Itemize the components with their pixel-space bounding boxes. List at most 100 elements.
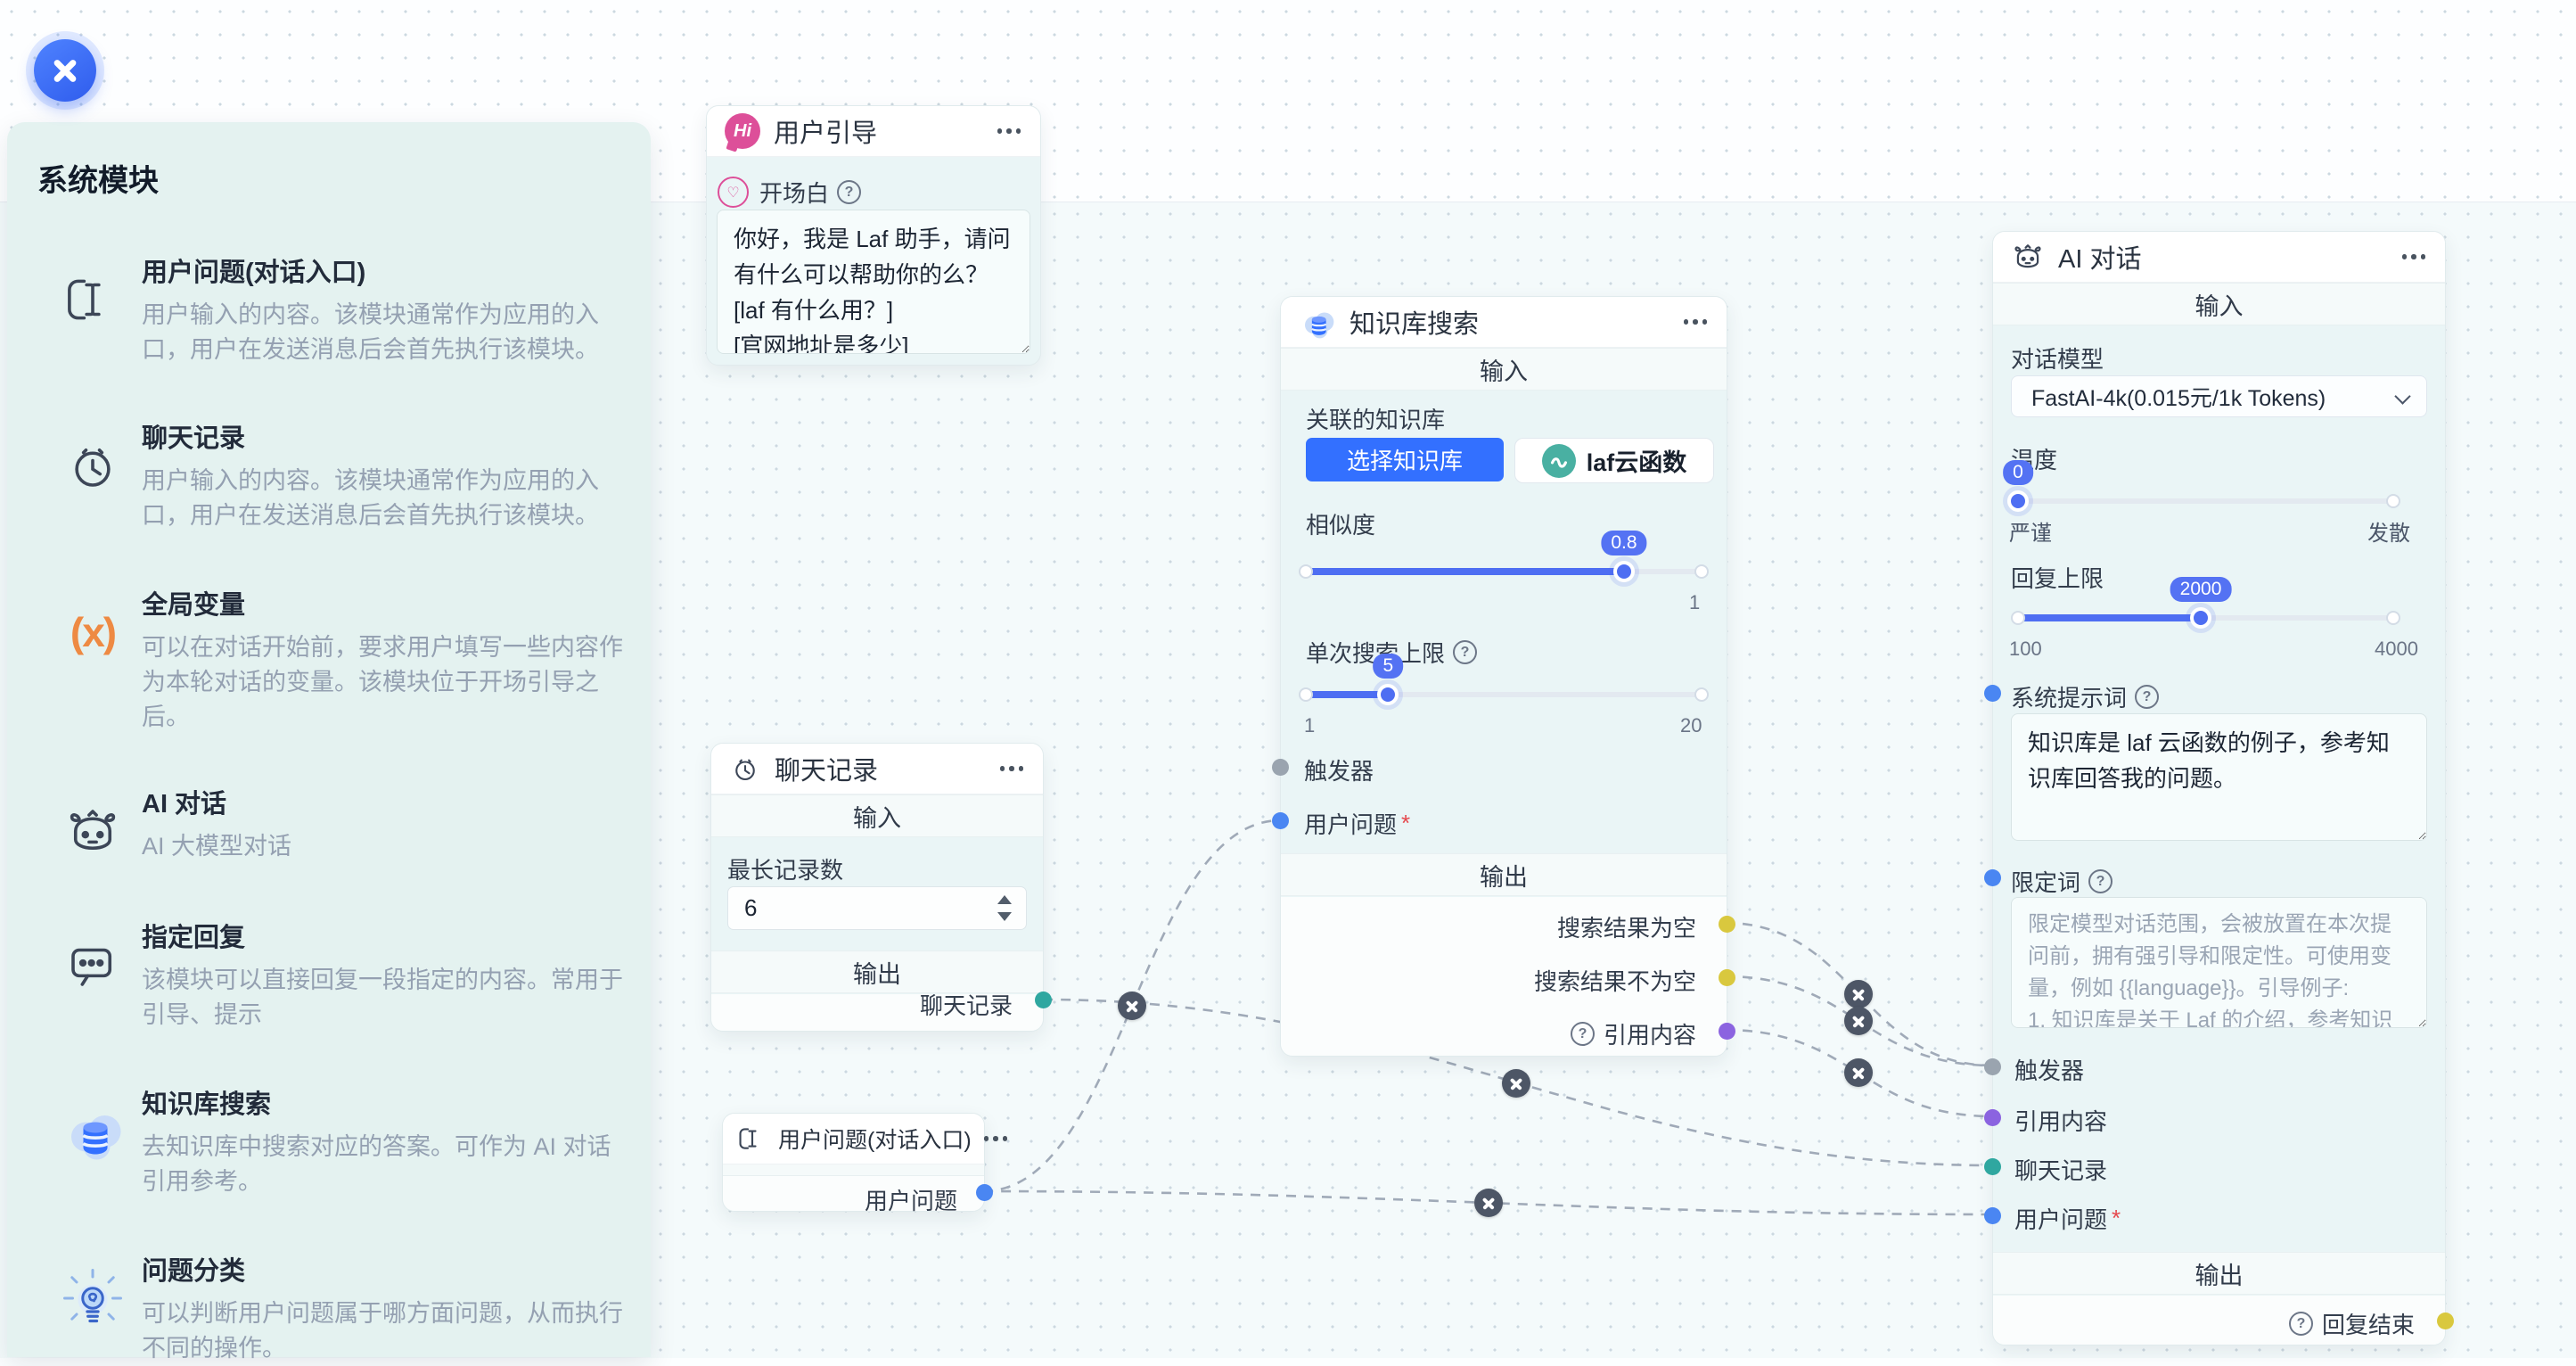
slider-min-tick: 100	[2009, 638, 2042, 660]
more-icon[interactable]	[998, 761, 1026, 777]
dataset-label: 关联的知识库	[1306, 407, 1446, 433]
delete-edge-button[interactable]	[1118, 992, 1146, 1020]
temp-right-label: 发散	[2367, 522, 2410, 546]
sidebar-item-desc: 用户输入的内容。该模块通常作为应用的入口，用户在发送消息后会首先执行该模块。	[142, 301, 599, 363]
slider-max-tick: 1	[1689, 591, 1701, 613]
clock-icon	[59, 432, 127, 499]
port-ai-system-prompt[interactable]	[1984, 685, 2001, 702]
robot-icon	[2011, 240, 2045, 274]
question-port-label: 用户问题*	[1304, 810, 1411, 838]
heart-icon: ♡	[718, 177, 749, 208]
variable-icon: (x)	[70, 609, 117, 655]
port-kb-quote[interactable]	[1719, 1023, 1735, 1040]
question-port-label: 用户问题*	[2014, 1205, 2121, 1233]
output-not-empty: 搜索结果不为空	[1533, 968, 1696, 995]
port-ai-done[interactable]	[2437, 1313, 2454, 1329]
slider-min-tick: 1	[1304, 714, 1316, 736]
port-kb-not-empty[interactable]	[1719, 969, 1735, 986]
help-icon[interactable]: ?	[1453, 640, 1478, 664]
slider-thumb[interactable]	[2190, 607, 2212, 629]
max-tokens-slider[interactable]: 2000	[2011, 577, 2400, 629]
port-kb-empty[interactable]	[1719, 916, 1735, 933]
number-stepper[interactable]	[997, 895, 1012, 921]
output-section-header: 输出	[711, 950, 1043, 993]
delete-edge-button[interactable]	[1844, 1058, 1873, 1087]
chevron-down-icon	[2394, 388, 2411, 405]
slider-thumb[interactable]	[1612, 561, 1635, 582]
text-cursor-icon	[737, 1123, 767, 1154]
output-empty: 搜索结果为空	[1556, 915, 1696, 942]
close-panel-button[interactable]	[34, 39, 96, 102]
history-port-label: 聊天记录	[2014, 1157, 2108, 1184]
select-kb-button[interactable]: 选择知识库	[1306, 438, 1504, 481]
clock-icon	[729, 753, 761, 785]
help-icon[interactable]: ?	[837, 180, 862, 204]
node-chat-history[interactable]: 聊天记录 输入 最长记录数 6 输出 聊天记录	[710, 743, 1052, 1032]
system-prompt-textarea[interactable]: 知识库是 laf 云函数的例子，参考知识库回答我的问题。	[2011, 713, 2427, 841]
output-section-header: 输出	[1993, 1252, 2445, 1295]
port-ai-constraint[interactable]	[1984, 869, 2001, 886]
help-icon[interactable]: ?	[2288, 1312, 2313, 1336]
output-section-header: 输出	[1281, 853, 1727, 896]
node-user-guide[interactable]: Hi 用户引导 ♡ 开场白 ? 你好，我是 Laf 助手，请问有什么可以帮助你的…	[706, 105, 1041, 366]
node-kb-search[interactable]: 知识库搜索 输入 关联的知识库 选择知识库 laf云函数 相似度 0.8 1 单…	[1272, 296, 1735, 1057]
port-ai-history[interactable]	[1984, 1158, 2001, 1175]
hi-bubble-icon: Hi	[725, 113, 760, 149]
node-title: 用户问题(对话入口)	[778, 1128, 972, 1153]
opening-textarea[interactable]: 你好，我是 Laf 助手，请问有什么可以帮助你的么？ [laf 有什么用？] […	[717, 210, 1030, 354]
classify-icon	[59, 1264, 127, 1332]
trigger-port-label: 触发器	[2014, 1057, 2085, 1084]
port-question-output[interactable]	[976, 1184, 993, 1201]
system-prompt-label: 系统提示词?	[2011, 680, 2160, 713]
search-limit-slider[interactable]: 5	[1299, 654, 1709, 705]
slider-max-tick: 20	[1680, 714, 1702, 736]
node-title: AI 对话	[2058, 245, 2142, 274]
input-section-header: 输入	[1281, 348, 1727, 391]
more-icon[interactable]	[982, 1131, 1010, 1147]
slider-thumb[interactable]	[1377, 684, 1399, 705]
delete-edge-button[interactable]	[1474, 1189, 1503, 1217]
trigger-port-label: 触发器	[1304, 758, 1374, 785]
more-icon[interactable]	[996, 123, 1023, 139]
help-icon[interactable]: ?	[2088, 869, 2113, 893]
delete-edge-button[interactable]	[1844, 1007, 1873, 1035]
node-user-question[interactable]: 用户问题(对话入口) 用户问题	[722, 1113, 1008, 1214]
port-ai-quote[interactable]	[1984, 1109, 2001, 1126]
constraint-textarea[interactable]	[2011, 897, 2427, 1028]
slider-value-badge: 0	[2003, 460, 2033, 485]
sidebar-item-desc: 该模块可以直接回复一段指定的内容。常用于引导、提示	[142, 967, 623, 1028]
port-kb-question[interactable]	[1272, 812, 1289, 829]
similarity-slider[interactable]: 0.8	[1299, 531, 1709, 582]
port-history-output[interactable]	[1035, 992, 1052, 1008]
node-ai-chat[interactable]: AI 对话 输入 对话模型 FastAI-4k(0.015元/1k Tokens…	[1984, 231, 2454, 1345]
slider-value-badge: 5	[1373, 654, 1404, 679]
temperature-slider[interactable]: 0	[2003, 460, 2400, 512]
text-cursor-icon	[59, 266, 127, 333]
temp-left-label: 严谨	[2009, 522, 2052, 546]
sidebar-item-title: 用户问题(对话入口)	[142, 259, 366, 287]
max-records-input[interactable]: 6	[727, 886, 1027, 930]
delete-edge-button[interactable]	[1502, 1069, 1530, 1098]
delete-edge-button[interactable]	[1844, 980, 1873, 1008]
output-reply-done: ? 回复结束	[2288, 1307, 2415, 1340]
port-ai-question[interactable]	[1984, 1207, 2001, 1224]
port-ai-trigger[interactable]	[1984, 1058, 2001, 1075]
max-tokens-label: 回复上限	[2011, 565, 2104, 592]
sidebar-item-title: 指定回复	[142, 924, 246, 952]
kb-search-icon	[1299, 303, 1336, 341]
slider-max-tick: 4000	[2375, 638, 2418, 660]
sidebar-item-title: 全局变量	[142, 591, 246, 620]
port-kb-trigger[interactable]	[1272, 759, 1289, 776]
slider-thumb[interactable]	[2007, 490, 2029, 512]
help-icon[interactable]: ?	[1570, 1022, 1595, 1046]
model-select[interactable]: FastAI-4k(0.015元/1k Tokens)	[2011, 375, 2427, 417]
more-icon[interactable]	[2400, 249, 2428, 265]
quote-port-label: 引用内容	[2014, 1108, 2108, 1135]
sidebar-item-desc: 去知识库中搜索对应的答案。可作为 AI 对话引用参考。	[142, 1133, 611, 1195]
dataset-chip[interactable]: laf云函数	[1514, 438, 1714, 483]
help-icon[interactable]: ?	[2135, 685, 2160, 709]
slider-value-badge: 0.8	[1601, 531, 1647, 555]
slider-value-badge: 2000	[2170, 577, 2232, 602]
sidebar-title: 系统模块	[37, 164, 159, 198]
more-icon[interactable]	[1682, 314, 1710, 330]
